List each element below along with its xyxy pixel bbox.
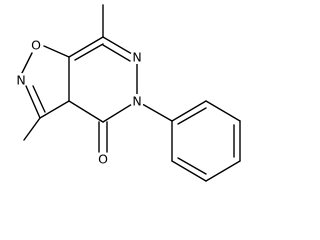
bond-ph-4-5 xyxy=(205,160,241,182)
atom-oxygen-carbonyl: O xyxy=(98,152,108,167)
bond-c7a-c7 xyxy=(68,36,104,58)
bond-ph-double-a xyxy=(177,107,207,125)
bond-ph-1-2 xyxy=(171,100,207,122)
bond-o1-n2 xyxy=(21,52,33,74)
atom-oxygen-ring: O xyxy=(31,38,41,53)
bond-c7a-c7-double xyxy=(74,43,104,61)
bond-c4-c3a xyxy=(68,100,104,123)
bond-ph-5-6 xyxy=(171,160,207,182)
bond-c7a-o1 xyxy=(43,45,70,58)
bond-methyl-left xyxy=(23,117,41,141)
bond-c7-n6-double xyxy=(102,44,131,62)
atom-nitrogen-top: N xyxy=(132,50,141,65)
bond-n2-c3-double xyxy=(32,85,46,113)
atom-nitrogen-isoxazole: N xyxy=(16,73,25,88)
bond-c3-c3a xyxy=(39,100,70,119)
bond-ph-2-3 xyxy=(205,100,241,122)
bond-n2-c3 xyxy=(25,85,41,119)
molecule-structure: O N N N O xyxy=(16,4,241,182)
atom-nitrogen-phenyl: N xyxy=(132,94,141,109)
bond-ph-double-c xyxy=(177,157,207,175)
